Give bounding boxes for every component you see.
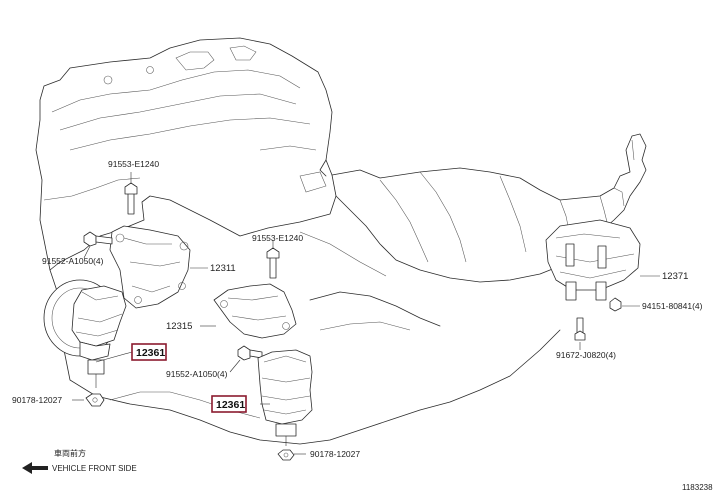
nut-left-icon [85,393,105,407]
transmission-outline [299,133,647,327]
front-label-en: VEHICLE FRONT SIDE [52,464,137,473]
vehicle-front-indicator: 車両前方 VEHICLE FRONT SIDE [22,448,137,474]
label-mount-left: 12361 [136,347,165,359]
rear-engine-mount [545,219,641,301]
bolt-mid-icon [266,247,280,279]
bracket-12315 [213,283,297,339]
label-bolt-a: 91553-E1240 [108,159,159,169]
label-bolt-b: 91552-A1050(4) [42,256,104,266]
label-bracket-mid: 12315 [166,321,192,332]
bolt-top-icon [124,182,138,215]
highlight-mount-left: 12361 [131,343,167,361]
bolt-side-icon [83,231,113,247]
bracket-12311 [109,225,191,309]
label-mount-center: 12361 [216,399,245,411]
label-bolt-c: 91553-E1240 [252,233,303,243]
front-arrow-icon [22,462,48,474]
label-bolt-d: 91552-A1050(4) [166,369,228,379]
leader-lines [72,172,660,455]
front-label-jp: 車両前方 [54,448,86,458]
bolt-rear-a-icon [609,297,622,312]
label-nut-left: 90178-12027 [12,395,62,405]
nut-center-icon [277,449,295,461]
left-engine-mount [43,279,127,388]
center-engine-mount [257,349,313,446]
bolt-rear-b-icon [574,317,586,341]
highlight-mount-center: 12361 [211,395,247,413]
figure-id: 1183238 [682,483,713,492]
label-bolt-rear-a: 94151-80841(4) [642,301,703,311]
label-bolt-rear-b: 91672-J0820(4) [556,350,616,360]
bolt-mid-side-icon [237,345,263,361]
label-mount-rear: 12371 [662,271,688,282]
label-nut-center: 90178-12027 [310,449,360,459]
label-bracket-front: 12311 [210,263,236,274]
